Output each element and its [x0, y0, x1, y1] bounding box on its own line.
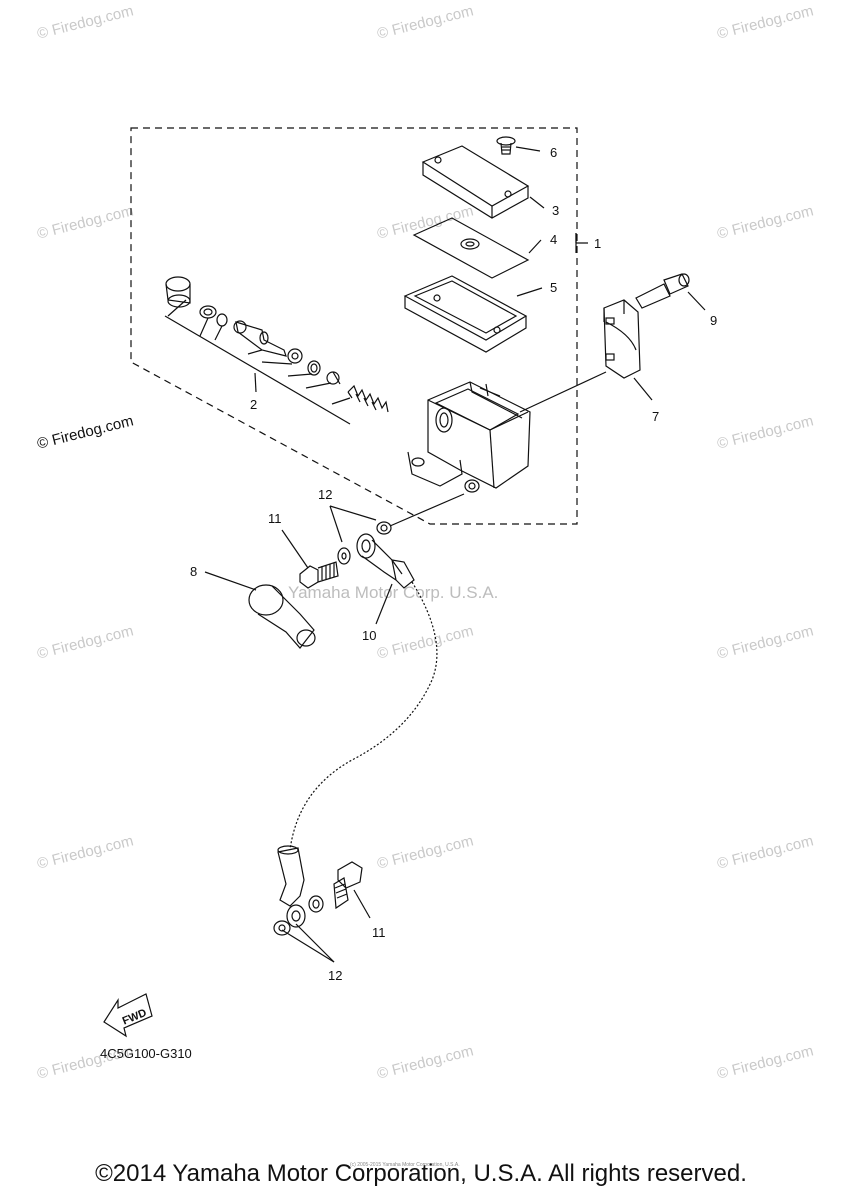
callout-12-lower: 12: [328, 968, 343, 983]
callout-12-upper: 12: [318, 487, 333, 502]
banjo-fitting-icon: [356, 533, 415, 589]
callout-10: 10: [362, 628, 377, 643]
callout-11-lower: 11: [372, 925, 386, 940]
diaphragm-plate-icon: [403, 275, 528, 353]
union-bolt-icon: [299, 561, 339, 589]
clamp-icon: [603, 299, 641, 379]
fwd-label: FWD: [121, 1007, 149, 1028]
callout-9: 9: [710, 313, 718, 328]
piston-boot-icon: [165, 276, 191, 308]
reservoir-cap-icon: [421, 145, 530, 219]
protective-cover-icon: [248, 584, 316, 649]
center-watermark: Yamaha Motor Corp. U.S.A.: [288, 583, 499, 602]
brake-hose: [289, 581, 438, 851]
washer-icon: [337, 547, 351, 565]
small-notice: (c) 2005-2015 Yamaha Motor Corporation, …: [350, 1162, 460, 1168]
washer-icon: [273, 920, 291, 936]
spring-icon: [347, 384, 389, 413]
copyright-footer: ©2014 Yamaha Motor Corporation, U.S.A. A…: [95, 1160, 747, 1187]
callout-3: 3: [552, 203, 560, 218]
washer-icon: [376, 521, 392, 535]
diagram-code: 4C5G100-G310: [100, 1046, 192, 1061]
piston-icon: [233, 320, 287, 357]
assembly-boundary: [130, 127, 578, 525]
callout-11-upper: 11: [268, 511, 282, 526]
callout-2: 2: [250, 397, 258, 412]
callout-7: 7: [652, 409, 660, 424]
cup-seal-icon: [287, 348, 303, 364]
bolt-icon: [635, 273, 690, 309]
hose-end-icon: [277, 845, 306, 928]
callout-8: 8: [190, 564, 198, 579]
screw-icon: [496, 136, 516, 155]
callout-6: 6: [550, 145, 558, 160]
washer-icon: [308, 895, 324, 913]
forward-arrow-icon: [103, 993, 153, 1038]
callout-5: 5: [550, 280, 558, 295]
spring-seat-icon: [326, 371, 341, 385]
callout-1: 1: [594, 236, 602, 251]
callout-4: 4: [550, 232, 558, 247]
union-bolt-icon: [333, 861, 363, 910]
washer-icon: [216, 313, 228, 327]
diaphragm-icon: [412, 217, 530, 279]
washer-icon: [307, 360, 321, 376]
master-cylinder-icon: [407, 381, 531, 493]
circlip-icon: [199, 305, 217, 319]
